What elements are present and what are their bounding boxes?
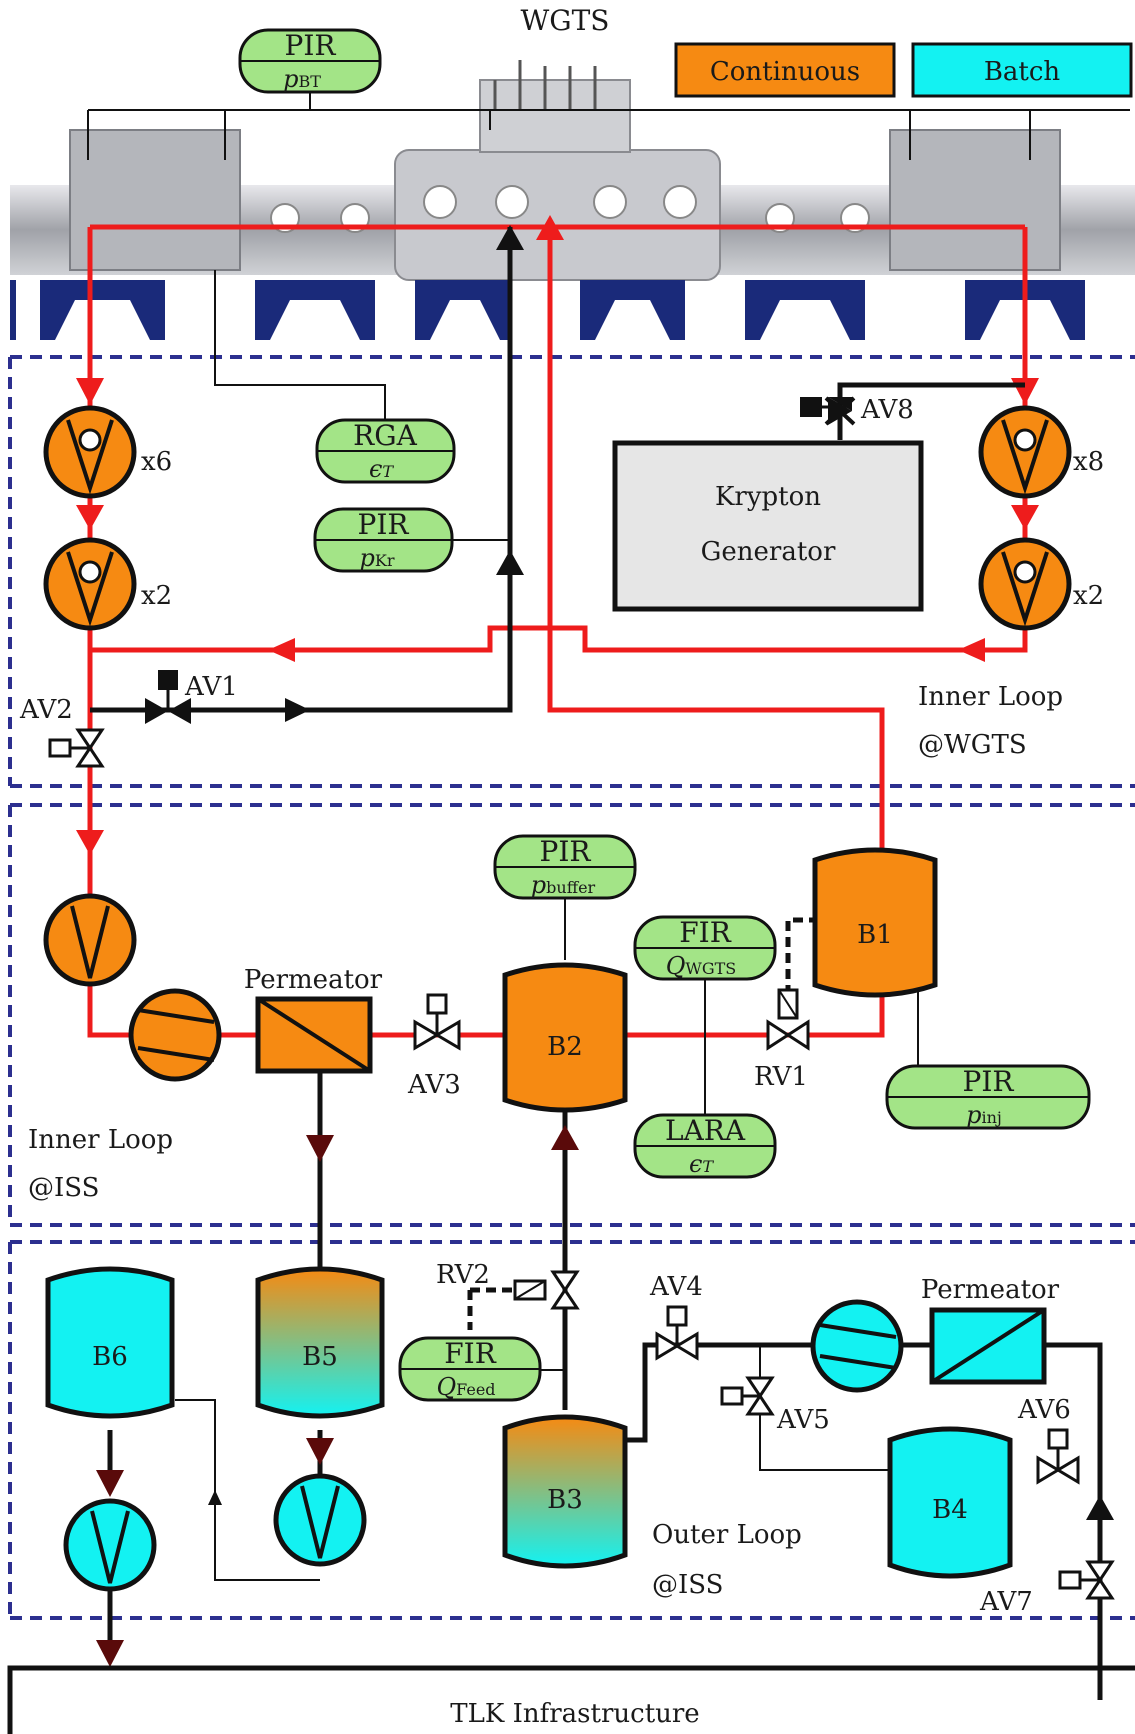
buffer-b1: B1 <box>815 850 935 995</box>
pump-cyan-b5 <box>276 1476 364 1564</box>
valve-av7 <box>1060 1562 1112 1598</box>
instrument-lara: LARA ϵT <box>635 1114 775 1178</box>
instrument-rga: RGA ϵT <box>317 419 454 483</box>
permeator-outer-label: Permeator <box>921 1275 1060 1305</box>
buffer-b5-label: B5 <box>302 1342 338 1372</box>
instrument-pir-inj: PIR pinj <box>887 1065 1089 1129</box>
valve-av2 <box>50 730 102 766</box>
krypton-generator-line1: Krypton <box>715 482 821 512</box>
krypton-generator-line2: Generator <box>701 537 836 567</box>
region-outer-iss-line1: Outer Loop <box>652 1520 802 1550</box>
valve-label-av2: AV2 <box>19 695 73 725</box>
wgts-title: WGTS <box>520 4 609 37</box>
permeator-inner <box>258 999 370 1071</box>
region-inner-wgts-line1: Inner Loop <box>918 682 1063 712</box>
pump-label-x2-right: x2 <box>1073 581 1104 611</box>
krypton-generator: Krypton Generator <box>615 443 921 609</box>
valve-label-rv1: RV1 <box>754 1062 808 1092</box>
buffer-b1-label: B1 <box>857 920 893 950</box>
buffer-b4: B4 <box>890 1429 1010 1576</box>
buffer-b6: B6 <box>48 1269 172 1416</box>
buffer-b2: B2 <box>505 965 625 1110</box>
pump-orange-x2-left <box>46 540 134 628</box>
instrument-pir-bt: PIR pBT <box>240 29 380 93</box>
instrument-fir-wgts-top: FIR <box>679 916 731 949</box>
buffer-b5: B5 <box>258 1269 382 1416</box>
instrument-pir-inj-top: PIR <box>963 1065 1015 1098</box>
valve-label-av5: AV5 <box>776 1405 830 1435</box>
valve-av3 <box>415 995 459 1048</box>
valve-label-av1: AV1 <box>184 672 238 702</box>
region-inner-iss-line2: @ISS <box>28 1173 99 1203</box>
valve-label-av6: AV6 <box>1017 1395 1071 1425</box>
pump-orange-x2-right <box>981 540 1069 628</box>
valve-rv2 <box>515 1272 577 1308</box>
buffer-b6-label: B6 <box>92 1342 128 1372</box>
valve-av6 <box>1038 1430 1078 1482</box>
buffer-b3: B3 <box>505 1417 625 1566</box>
pump-label-x2-left: x2 <box>141 581 172 611</box>
buffer-b4-label: B4 <box>932 1495 968 1525</box>
compressor-cyan-outer <box>813 1302 901 1390</box>
region-inner-wgts-line2: @WGTS <box>918 730 1027 760</box>
instrument-pir-buffer-top: PIR <box>540 835 592 868</box>
legend-continuous-label: Continuous <box>710 57 860 87</box>
instrument-pir-kr: PIR pKr <box>315 508 452 572</box>
instrument-rga-top: RGA <box>353 419 417 452</box>
valve-label-av3: AV3 <box>407 1070 461 1100</box>
permeator-inner-label: Permeator <box>244 965 383 995</box>
tlk-infrastructure-box: TLK Infrastructure <box>10 1668 1135 1734</box>
pump-orange-iss-1 <box>46 896 134 984</box>
instrument-fir-wgts: FIR QWGTS <box>635 916 775 980</box>
pump-orange-x6 <box>46 408 134 496</box>
valve-label-av4: AV4 <box>649 1272 703 1302</box>
legend-batch-label: Batch <box>984 57 1061 87</box>
instrument-pir-bt-top: PIR <box>285 29 337 62</box>
legend-batch: Batch <box>913 44 1131 96</box>
region-outer-iss-line2: @ISS <box>652 1570 723 1600</box>
valve-av4 <box>657 1307 697 1358</box>
instrument-fir-feed-top: FIR <box>444 1337 496 1370</box>
pump-cyan-b6 <box>66 1501 154 1589</box>
valve-rv1 <box>768 990 808 1048</box>
permeator-outer <box>932 1310 1044 1382</box>
legend-continuous: Continuous <box>676 44 894 96</box>
compressor-orange-iss <box>131 991 219 1079</box>
instrument-fir-feed: FIR QFeed <box>400 1337 540 1401</box>
valve-label-rv2: RV2 <box>436 1260 490 1290</box>
wgts-beam-tube-illustration <box>10 60 1135 340</box>
valve-label-av7: AV7 <box>979 1587 1033 1617</box>
region-inner-iss-line1: Inner Loop <box>28 1125 173 1155</box>
valve-label-av8: AV8 <box>860 395 914 425</box>
pump-orange-x8 <box>981 408 1069 496</box>
pump-label-x6: x6 <box>141 447 172 477</box>
pump-label-x8: x8 <box>1073 447 1104 477</box>
valve-av5 <box>722 1378 772 1414</box>
buffer-b3-label: B3 <box>547 1485 583 1515</box>
buffer-b2-label: B2 <box>547 1032 583 1062</box>
tlk-infrastructure-label: TLK Infrastructure <box>450 1699 699 1729</box>
instrument-pir-kr-top: PIR <box>358 508 410 541</box>
instrument-lara-top: LARA <box>665 1114 746 1147</box>
instrument-pir-buffer: PIR pbuffer <box>495 835 635 899</box>
valve-av8 <box>800 397 854 425</box>
